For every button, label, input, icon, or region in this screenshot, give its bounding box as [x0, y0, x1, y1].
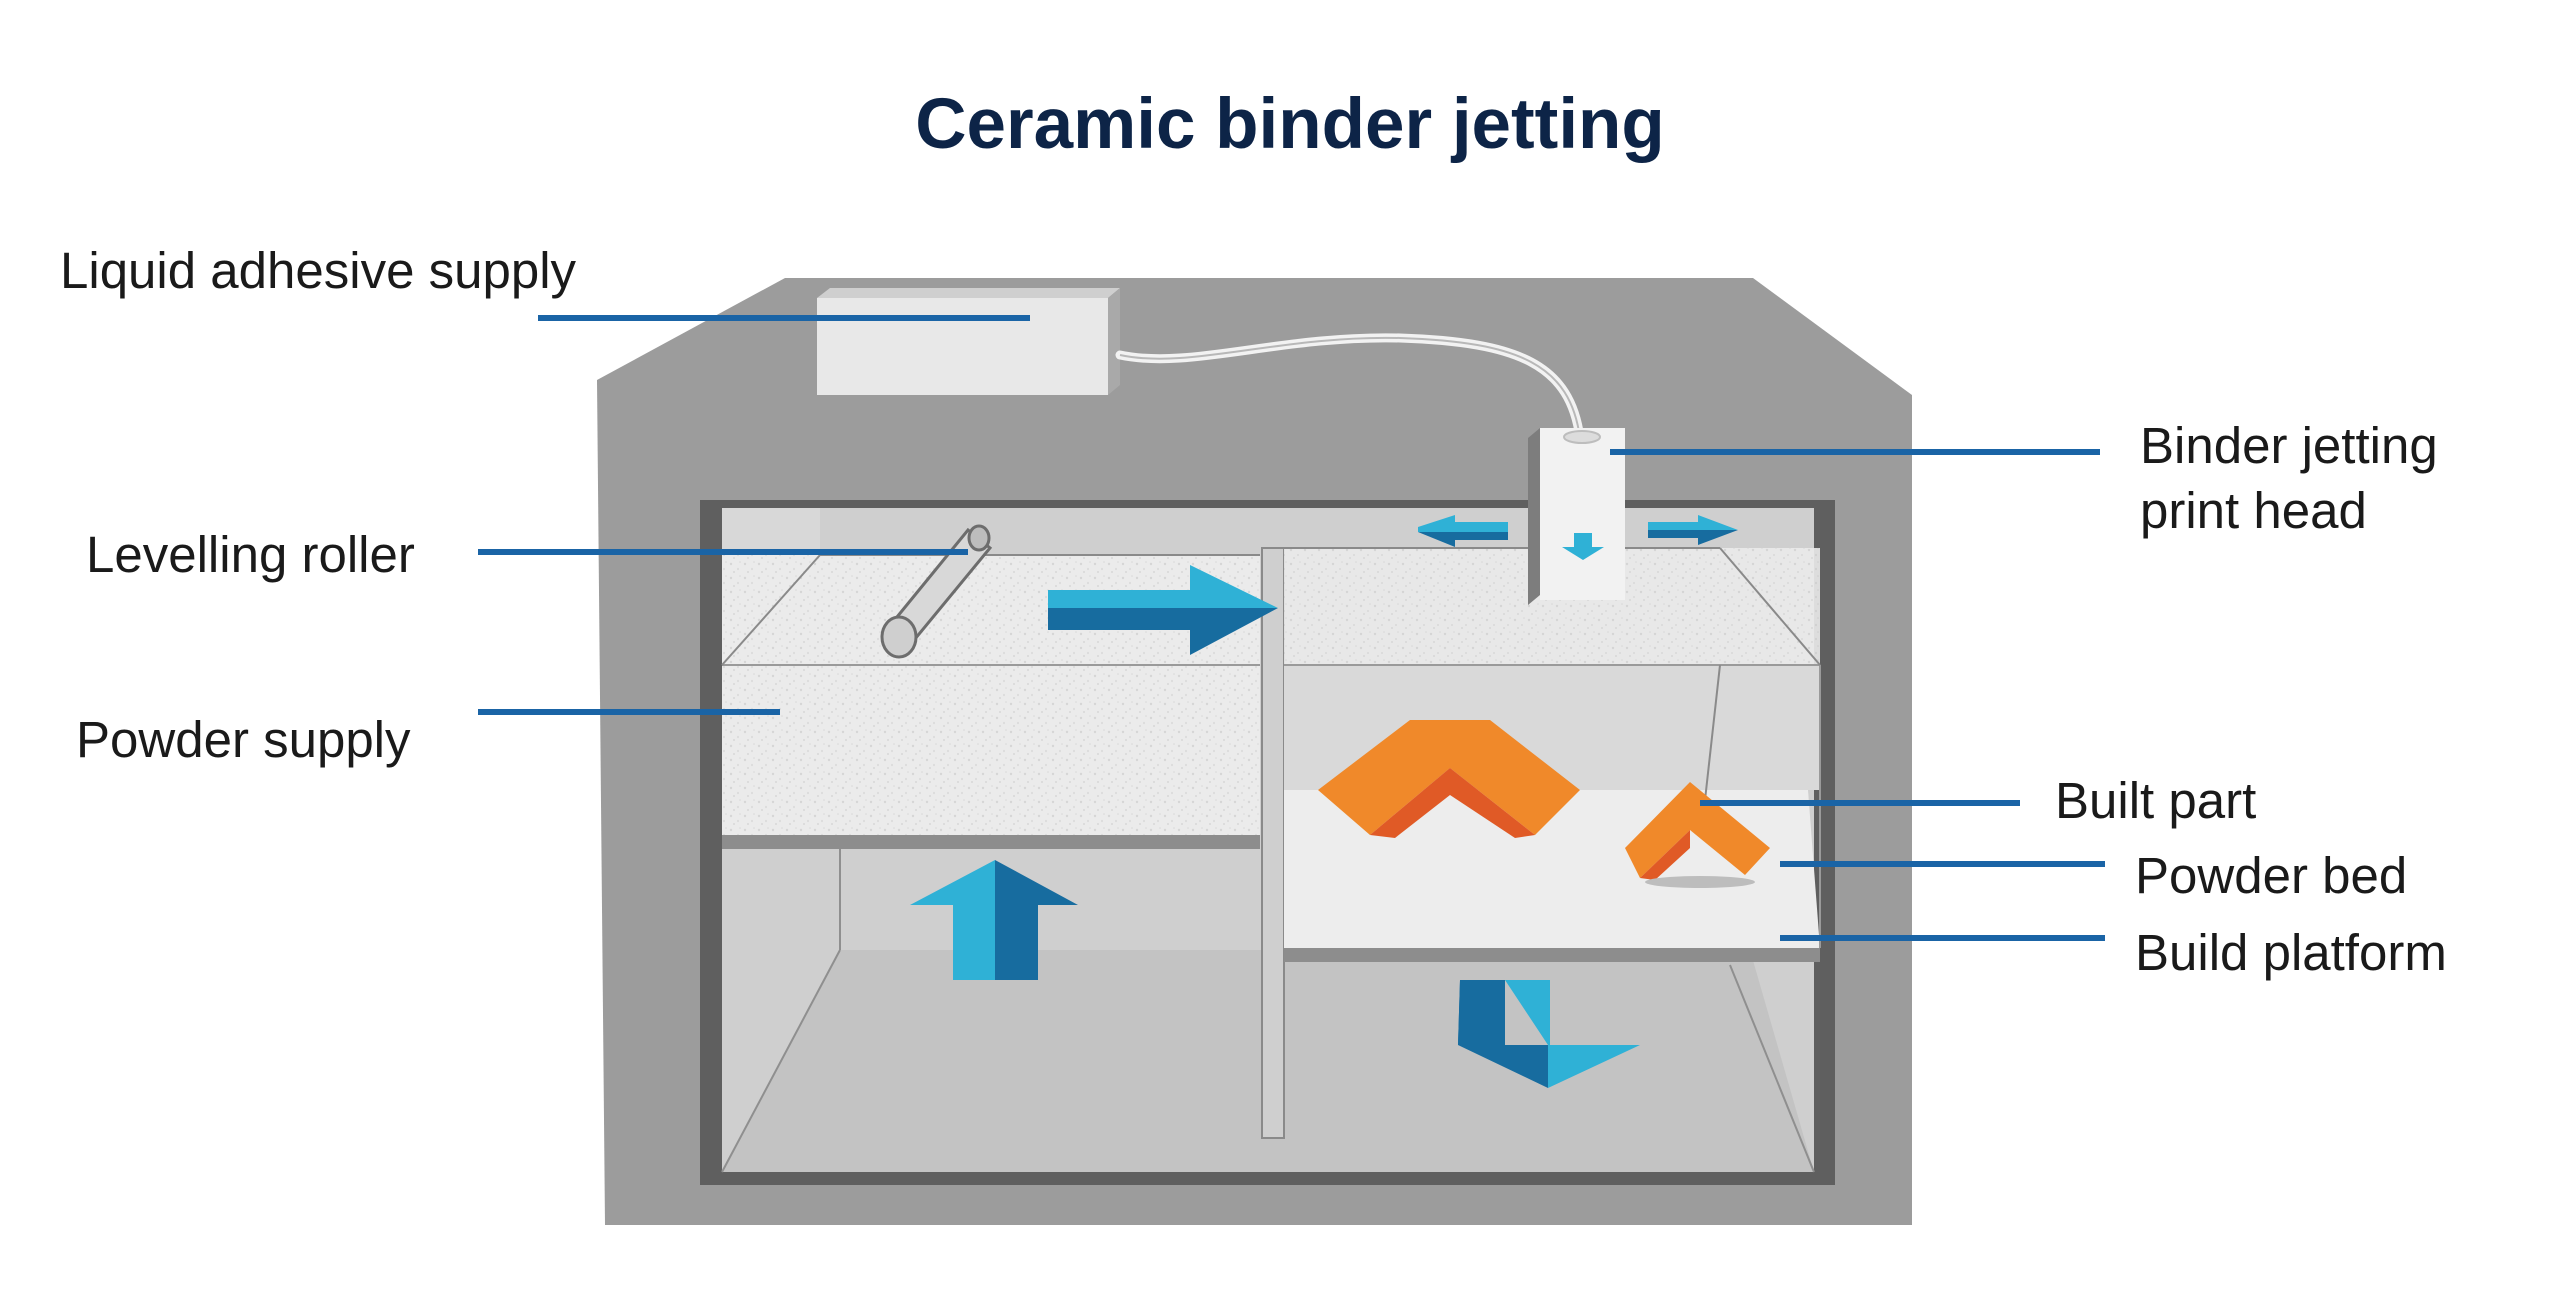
print-head [1528, 428, 1625, 605]
divider-wall [1261, 547, 1285, 1139]
powder-supply-block [722, 665, 1260, 835]
build-chamber-top [1284, 548, 1820, 665]
built-part-small [1625, 782, 1770, 888]
label-powder-supply: Powder supply [76, 711, 411, 768]
powder-supply-piston [722, 835, 1260, 849]
powder-supply-surface [722, 555, 1260, 665]
built-part-large [1318, 720, 1580, 838]
powder-supply-up-arrow [910, 860, 1078, 980]
build-platform [1284, 948, 1820, 962]
liquid-adhesive-supply-box [817, 288, 1120, 395]
label-powder-bed: Powder bed [2135, 847, 2407, 904]
diagram-title: Ceramic binder jetting [915, 85, 1665, 164]
print-head-right-arrow [1648, 515, 1738, 545]
label-binder-jetting-print-head-line1: Binder jetting [2140, 417, 2438, 474]
build-platform-down-arrow [1458, 980, 1640, 1088]
label-build-platform: Build platform [2135, 924, 2447, 981]
label-levelling-roller: Levelling roller [86, 526, 415, 583]
roller-travel-arrow [1048, 565, 1278, 655]
print-head-left-arrow [1418, 515, 1508, 547]
label-liquid-adhesive-supply: Liquid adhesive supply [60, 242, 577, 299]
label-built-part: Built part [2055, 772, 2256, 829]
levelling-roller [880, 524, 993, 659]
label-binder-jetting-print-head-line2: print head [2140, 482, 2367, 539]
